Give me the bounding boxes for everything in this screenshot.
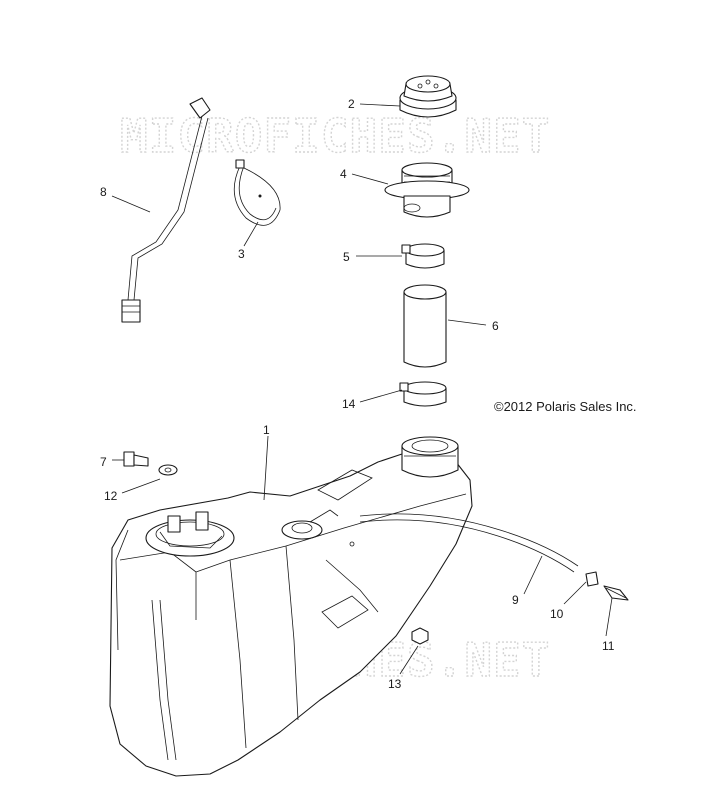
callout-8: 8: [100, 185, 107, 199]
callout-4: 4: [340, 167, 347, 181]
callout-7: 7: [100, 455, 107, 469]
strap: [233, 159, 281, 226]
nut: [411, 627, 429, 645]
vent-line: [121, 97, 211, 323]
callout-9: 9: [512, 593, 519, 607]
fuel-cap: [399, 75, 457, 118]
callout-12: 12: [104, 489, 118, 503]
upper-clamp: [401, 243, 445, 269]
vent-hose: [359, 513, 579, 573]
leader-lines: [111, 103, 613, 675]
callout-1: 1: [263, 423, 270, 437]
callout-2: 2: [348, 97, 355, 111]
copyright-notice: ©2012 Polaris Sales Inc.: [494, 399, 637, 414]
callout-6: 6: [492, 319, 499, 333]
watermark-top: MICROFICHES.NET: [120, 109, 550, 163]
fitting: [585, 571, 599, 587]
filler-neck: [384, 162, 470, 218]
callout-14: 14: [342, 397, 356, 411]
callout-13: 13: [388, 677, 402, 691]
check-valve: [603, 585, 629, 601]
filler-hose: [403, 284, 447, 368]
fuel-tank: [109, 436, 473, 777]
lower-clamp: [399, 381, 447, 407]
callout-5: 5: [343, 250, 350, 264]
washer: [158, 464, 178, 476]
bolt: [123, 451, 149, 467]
callout-3: 3: [238, 247, 245, 261]
callout-10: 10: [550, 607, 564, 621]
callout-11: 11: [602, 639, 615, 653]
